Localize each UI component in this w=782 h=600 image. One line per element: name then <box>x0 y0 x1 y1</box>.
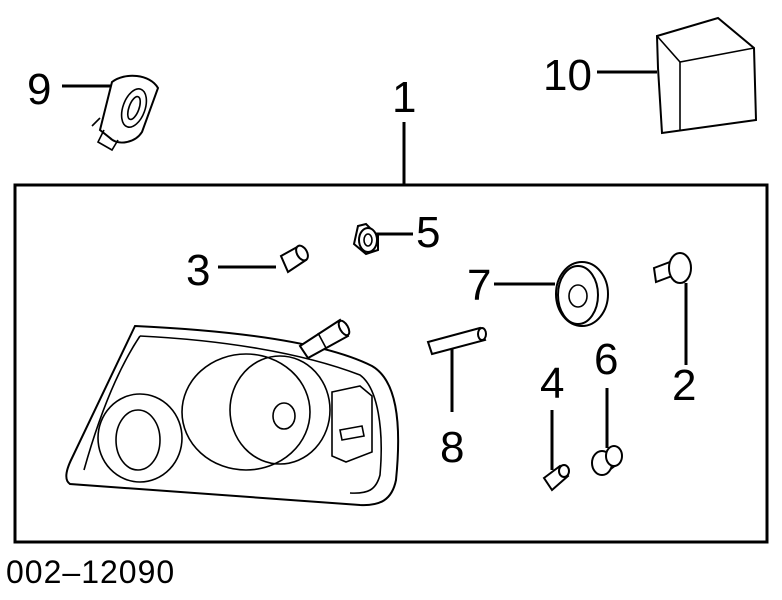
callout-6: 6 <box>594 335 618 384</box>
assembly-frame <box>13 183 769 544</box>
module-part <box>655 16 758 135</box>
callout-10: 10 <box>543 51 592 100</box>
callout-8: 8 <box>440 423 464 472</box>
callout-3: 3 <box>186 246 210 295</box>
pin-part-8 <box>426 326 487 356</box>
callout-7: 7 <box>467 261 491 310</box>
callout-1: 1 <box>392 73 416 122</box>
callout-5: 5 <box>416 208 440 257</box>
bushing-part-6 <box>591 445 623 476</box>
diagram-part-number: 002–12090 <box>6 554 175 590</box>
washer-part-7 <box>555 261 609 327</box>
callout-9: 9 <box>27 65 51 114</box>
nut-part-5 <box>352 222 379 256</box>
bolt-part-2 <box>652 252 692 284</box>
callout-2: 2 <box>672 361 696 410</box>
bulb-socket-part <box>91 74 160 152</box>
grommet-part-3 <box>279 244 309 274</box>
spacer-part-4 <box>542 464 570 492</box>
callout-4: 4 <box>540 359 564 408</box>
headlamp-assembly-part <box>65 318 400 507</box>
